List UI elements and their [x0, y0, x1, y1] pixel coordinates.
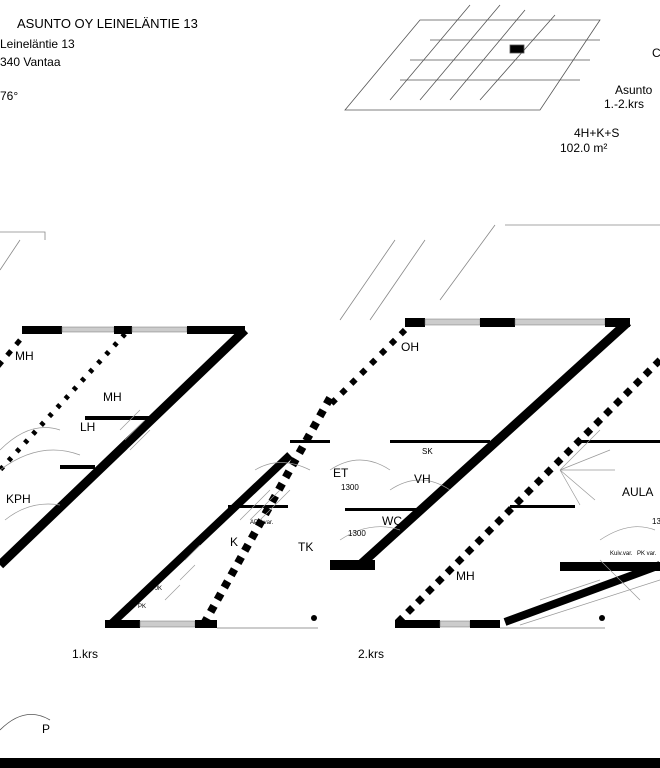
number: 76° — [0, 89, 19, 103]
floor2-caption: 2.krs — [358, 647, 385, 661]
room-label: MH — [15, 349, 34, 363]
apartment-label: Asunto — [615, 83, 653, 97]
dimension-label: 1300 — [348, 529, 366, 538]
dimension-label: 13 — [652, 517, 660, 526]
apartment-letter: C — [652, 46, 660, 60]
city: 340 Vantaa — [0, 55, 61, 69]
room-label: VH — [414, 472, 431, 486]
room-label: OH — [401, 340, 419, 354]
small-label: PK var. — [637, 551, 657, 557]
apartment-floors: 1.-2.krs — [604, 97, 645, 111]
small-label: APK var. — [250, 520, 274, 526]
room-label: MH — [103, 390, 122, 404]
room-label: SK — [422, 447, 433, 456]
room-label: ET — [333, 466, 349, 480]
room-label: KPH — [6, 492, 31, 506]
floor2-plan — [327, 318, 660, 629]
dimension-label: 1300 — [341, 483, 359, 492]
guide-lines — [0, 224, 660, 321]
small-label: Kuiv.var. — [610, 551, 633, 557]
floor1-plan — [0, 326, 334, 629]
street-address: Leineläntie 13 — [0, 37, 75, 51]
room-label: MH — [456, 569, 475, 583]
room-label: AULA — [622, 485, 654, 499]
apartment-area: 102.0 m² — [560, 141, 608, 155]
small-label: JK — [155, 586, 163, 592]
site-plan — [344, 4, 601, 111]
room-label: K — [230, 535, 239, 549]
north-label: P — [42, 722, 51, 736]
small-label: PK — [138, 604, 147, 610]
apartment-type: 4H+K+S — [574, 126, 620, 140]
room-label: WC — [382, 514, 402, 528]
room-label: LH — [80, 420, 96, 434]
bottom-bar — [0, 758, 660, 768]
building-title: ASUNTO OY LEINELÄNTIE 13 — [17, 16, 198, 31]
floor1-caption: 1.krs — [72, 647, 99, 661]
room-label: TK — [298, 540, 314, 554]
north-arrow-icon — [0, 713, 51, 731]
